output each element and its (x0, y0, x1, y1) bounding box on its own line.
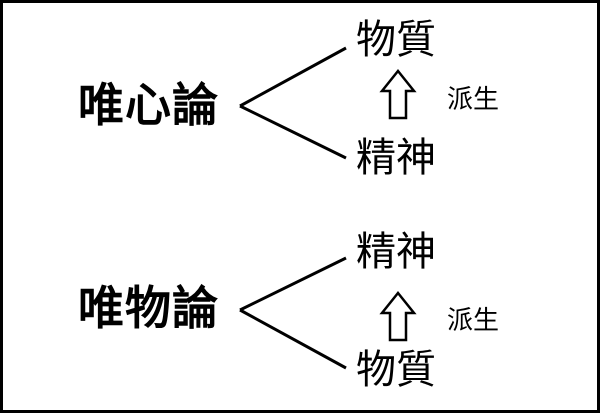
branch-line-idealism-lower (239, 104, 347, 160)
materialism-derivation-label: 派生 (447, 306, 500, 336)
idealism-lower-node: 精神 (356, 135, 436, 181)
idealism-derivation-label: 派生 (447, 85, 500, 115)
idealism-upper-node: 物質 (356, 17, 436, 63)
materialism-lower-node: 物質 (356, 347, 436, 393)
branch-line-materialism-upper (239, 256, 347, 312)
materialism-title: 唯物論 (78, 281, 219, 335)
branch-line-materialism-lower (239, 308, 347, 370)
idealism-title: 唯心論 (78, 78, 219, 132)
up-arrow-icon (379, 68, 417, 120)
branch-line-idealism-upper (239, 46, 347, 108)
up-arrow-icon (379, 290, 417, 342)
materialism-upper-node: 精神 (356, 229, 436, 275)
